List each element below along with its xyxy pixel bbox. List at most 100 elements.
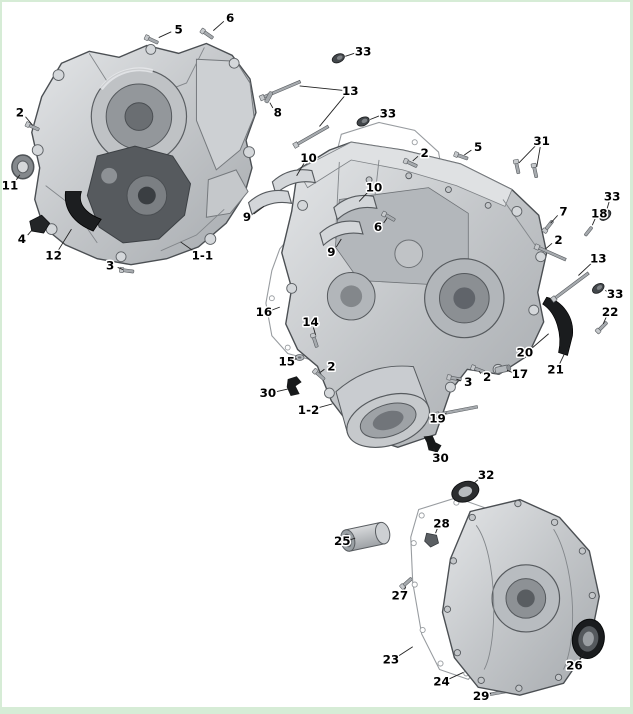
callout-33: 33 bbox=[380, 107, 397, 121]
callout-3: 3 bbox=[106, 259, 114, 273]
callout-2: 2 bbox=[327, 359, 335, 373]
callout-6: 6 bbox=[226, 11, 234, 25]
part-10-bearing-right bbox=[333, 194, 378, 221]
callout-31: 31 bbox=[533, 134, 550, 148]
callout-leader bbox=[275, 388, 288, 393]
callout-leader bbox=[602, 316, 607, 325]
parts-diagram: 653313833210253111910331872641291-113333… bbox=[2, 9, 625, 704]
callout-22: 22 bbox=[602, 305, 619, 319]
callout-leader bbox=[335, 238, 342, 248]
callout-14: 14 bbox=[302, 315, 319, 329]
callout-8: 8 bbox=[274, 106, 282, 120]
callout-leader bbox=[25, 116, 34, 126]
part-32-seal bbox=[451, 480, 480, 503]
callout-leader bbox=[316, 403, 333, 409]
callout-29: 29 bbox=[473, 689, 490, 703]
callout-33: 33 bbox=[607, 287, 624, 301]
part-crankcase-half-left bbox=[31, 42, 257, 266]
callout-16: 16 bbox=[256, 305, 273, 319]
callout-leader bbox=[294, 358, 297, 361]
bolt-2-right bbox=[533, 243, 567, 262]
callout-5: 5 bbox=[474, 140, 482, 154]
callout-26: 26 bbox=[566, 659, 583, 673]
part-9-bearing-left bbox=[247, 189, 293, 216]
callout-leader bbox=[412, 155, 419, 162]
callout-1-2: 1-2 bbox=[298, 403, 319, 417]
callout-leader bbox=[383, 217, 388, 224]
callout-leader bbox=[578, 651, 585, 661]
part-10-bearing-left bbox=[271, 169, 317, 195]
callout-33: 33 bbox=[604, 190, 621, 204]
callout-7: 7 bbox=[559, 204, 567, 218]
callout-32: 32 bbox=[478, 468, 495, 482]
callout-19: 19 bbox=[429, 412, 446, 426]
callout-leader bbox=[518, 144, 537, 164]
callout-11: 11 bbox=[2, 179, 18, 193]
callout-4: 4 bbox=[18, 232, 26, 246]
bolt-27 bbox=[399, 577, 413, 590]
bolt-2-c bbox=[311, 368, 326, 381]
part-26-seal bbox=[571, 618, 605, 660]
callout-6: 6 bbox=[374, 220, 382, 234]
callout-leader bbox=[433, 448, 437, 454]
callout-leader bbox=[27, 228, 34, 236]
callout-leader bbox=[506, 369, 513, 373]
callout-leader bbox=[158, 31, 172, 38]
callout-12: 12 bbox=[45, 249, 62, 263]
bolt-5-mid bbox=[453, 151, 469, 161]
callout-leader bbox=[349, 537, 356, 541]
callout-1-1: 1-1 bbox=[192, 249, 213, 263]
bolt-2-d bbox=[470, 364, 486, 374]
bolt-6-top bbox=[199, 27, 214, 40]
callout-leader bbox=[478, 371, 482, 374]
callout-leader bbox=[488, 692, 492, 695]
part-crankcase-half-right bbox=[281, 141, 548, 449]
callout-18: 18 bbox=[591, 206, 608, 220]
callout-leader bbox=[443, 412, 447, 416]
callout-leader bbox=[180, 241, 197, 253]
nut-33-d bbox=[592, 282, 605, 294]
callout-3: 3 bbox=[464, 375, 472, 389]
callout-leader bbox=[604, 289, 609, 293]
callout-9: 9 bbox=[327, 245, 335, 259]
callout-leader bbox=[345, 52, 356, 57]
callout-15: 15 bbox=[278, 354, 295, 368]
bolt-3-left bbox=[119, 266, 135, 274]
stud-8 bbox=[264, 91, 274, 104]
bolt-13-b bbox=[292, 124, 330, 149]
bolt-6-mid bbox=[381, 210, 396, 222]
callout-28: 28 bbox=[433, 516, 450, 530]
callout-leader bbox=[545, 242, 553, 250]
callout-30: 30 bbox=[432, 451, 449, 465]
bolt-13-c bbox=[550, 271, 590, 303]
callout-33: 33 bbox=[355, 44, 372, 58]
part-4-bracket bbox=[29, 214, 51, 234]
callout-30: 30 bbox=[260, 386, 277, 400]
part-30-clamp-left bbox=[286, 376, 302, 396]
nut-33-b bbox=[356, 116, 370, 127]
callout-leader bbox=[578, 262, 593, 276]
callout-leader bbox=[397, 646, 413, 657]
callout-leader bbox=[530, 333, 549, 350]
callout-leader bbox=[117, 267, 124, 270]
callout-25: 25 bbox=[334, 534, 351, 548]
callout-leader bbox=[299, 85, 343, 91]
callout-leader bbox=[253, 206, 265, 215]
washer-15 bbox=[294, 354, 305, 361]
callout-leader bbox=[472, 477, 480, 485]
callout-leader bbox=[296, 162, 305, 177]
bolt-31-a bbox=[512, 158, 521, 175]
part-9-bearing-right bbox=[319, 220, 364, 247]
part-crankcase-cover bbox=[441, 498, 600, 696]
callout-leader bbox=[213, 21, 225, 31]
callout-2: 2 bbox=[554, 233, 562, 247]
callout-leader bbox=[464, 149, 472, 156]
callout-27: 27 bbox=[392, 588, 409, 602]
part-30-clamp-right bbox=[423, 435, 442, 453]
callout-leader bbox=[435, 528, 438, 534]
callout-leader bbox=[448, 672, 464, 680]
callout-23: 23 bbox=[383, 653, 400, 667]
bolt-5-top bbox=[143, 34, 159, 45]
callout-leader bbox=[319, 95, 346, 127]
